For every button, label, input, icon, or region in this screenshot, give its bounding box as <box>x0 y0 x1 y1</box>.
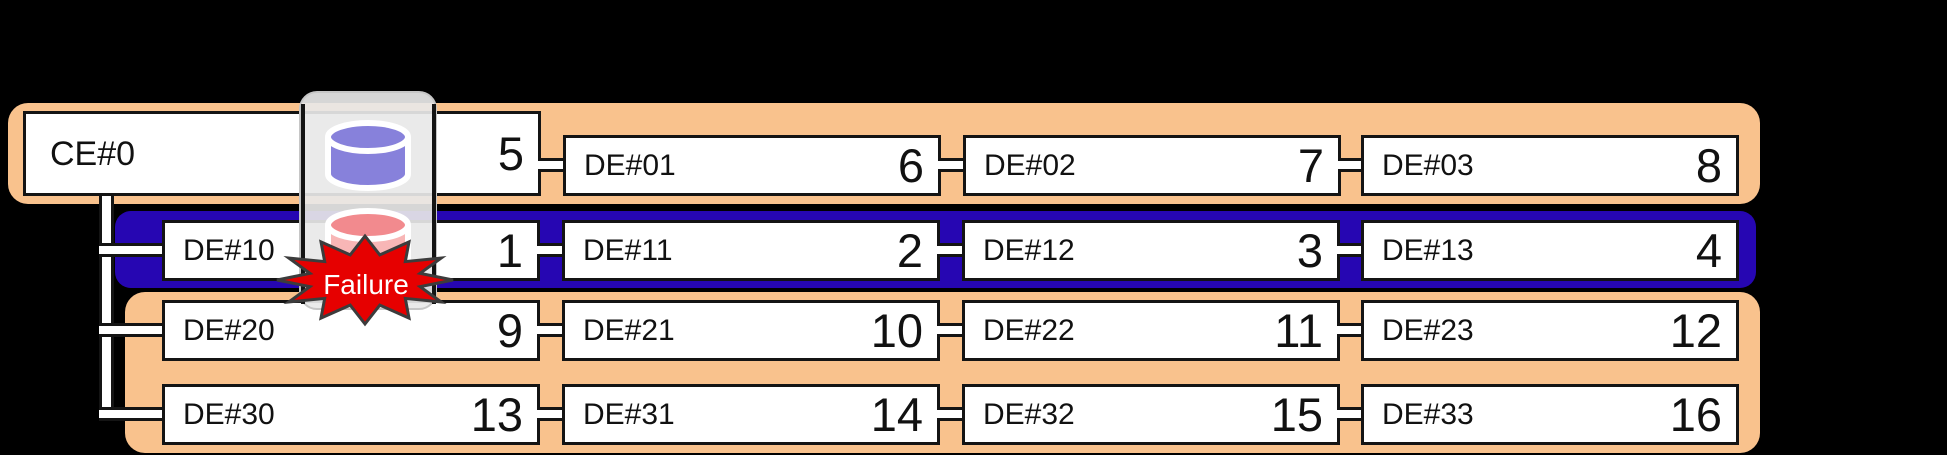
connector-stub <box>537 243 565 257</box>
enclosure-label: DE#13 <box>1382 233 1474 267</box>
failure-label: Failure <box>323 269 409 300</box>
enclosure-box-de01: DE#01 6 <box>563 135 941 196</box>
enclosure-box-de03: DE#03 8 <box>1361 135 1739 196</box>
enclosure-label: DE#03 <box>1382 148 1474 182</box>
connector-stub <box>1337 243 1364 257</box>
connector-stub <box>537 407 565 421</box>
connector-stub <box>1337 407 1364 421</box>
chain-position-number: 11 <box>1274 304 1323 357</box>
bus-line-vertical <box>99 193 114 421</box>
chain-position-number: 15 <box>1270 388 1323 441</box>
enclosure-label: DE#22 <box>983 313 1075 347</box>
connector-stub <box>937 323 965 337</box>
chain-position-number: 8 <box>1695 139 1722 192</box>
enclosure-label: DE#12 <box>983 233 1075 267</box>
bus-branch-de30 <box>99 407 167 421</box>
connector-stub <box>1338 158 1364 172</box>
bus-branch-de10 <box>99 243 167 257</box>
connector-stub <box>538 158 566 172</box>
connector-stub <box>1337 323 1364 337</box>
enclosure-label: DE#10 <box>183 233 275 267</box>
chain-position-number: 10 <box>870 304 923 357</box>
enclosure-label: DE#31 <box>583 397 675 431</box>
failure-burst-icon: Failure <box>276 233 454 327</box>
connector-stub <box>937 243 965 257</box>
chain-position-number: 12 <box>1669 304 1722 357</box>
connector-stub <box>537 323 565 337</box>
enclosure-label: DE#23 <box>1382 313 1474 347</box>
enclosure-label: DE#30 <box>183 397 275 431</box>
chain-position-number: 1 <box>496 224 523 277</box>
connector-stub <box>937 407 965 421</box>
enclosure-box-de32: DE#32 15 <box>962 384 1340 445</box>
disk-slot-column-edge <box>432 104 436 304</box>
chain-position-number: 6 <box>897 139 924 192</box>
chain-position-number: 13 <box>470 388 523 441</box>
enclosure-label: DE#02 <box>984 148 1076 182</box>
bus-branch-de20 <box>99 323 167 337</box>
enclosure-box-de13: DE#13 4 <box>1361 220 1739 281</box>
chain-position-number: 9 <box>496 304 523 357</box>
enclosure-box-de30: DE#30 13 <box>162 384 540 445</box>
enclosure-label: DE#20 <box>183 313 275 347</box>
enclosure-label: DE#32 <box>983 397 1075 431</box>
enclosure-label: DE#01 <box>584 148 676 182</box>
enclosure-box-de33: DE#33 16 <box>1361 384 1739 445</box>
enclosure-label: DE#21 <box>583 313 675 347</box>
enclosure-box-de11: DE#11 2 <box>562 220 940 281</box>
healthy-disk-icon <box>325 120 411 191</box>
connector-stub <box>938 158 966 172</box>
chain-position-number: 2 <box>896 224 923 277</box>
enclosure-box-de12: DE#12 3 <box>962 220 1340 281</box>
enclosure-box-de23: DE#23 12 <box>1361 300 1739 361</box>
enclosure-box-ce0: CE#0 5 <box>23 111 541 196</box>
chain-position-number: 16 <box>1669 388 1722 441</box>
enclosure-label: DE#33 <box>1382 397 1474 431</box>
chain-position-number: 14 <box>870 388 923 441</box>
disk-slot-column-edge <box>301 104 305 304</box>
enclosure-box-de31: DE#31 14 <box>562 384 940 445</box>
chain-position-number: 3 <box>1296 224 1323 277</box>
enclosure-label: CE#0 <box>50 134 136 173</box>
enclosure-box-de21: DE#21 10 <box>562 300 940 361</box>
enclosure-label: DE#11 <box>583 233 673 267</box>
chain-position-number: 5 <box>497 127 524 180</box>
enclosure-box-de22: DE#22 11 <box>962 300 1340 361</box>
enclosure-box-de02: DE#02 7 <box>963 135 1341 196</box>
chain-position-number: 4 <box>1695 224 1722 277</box>
chain-position-number: 7 <box>1297 139 1324 192</box>
